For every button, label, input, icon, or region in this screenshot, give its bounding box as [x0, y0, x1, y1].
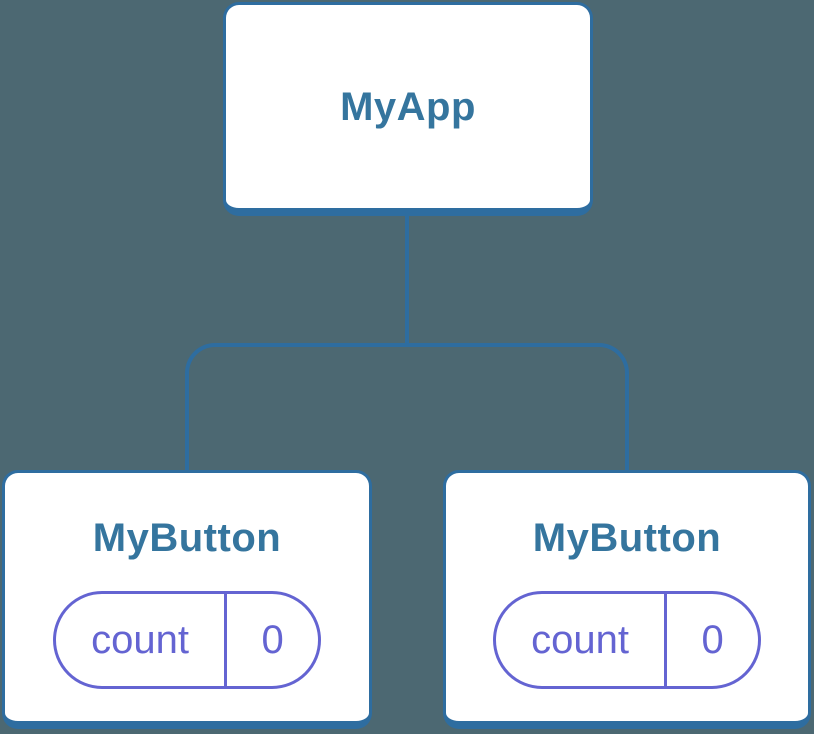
node-label-mybutton-right: MyButton: [532, 516, 722, 560]
node-label-myapp: MyApp: [340, 84, 476, 129]
connector-branch-bracket: [185, 343, 629, 470]
node-label-mybutton-left: MyButton: [92, 516, 282, 560]
connector-root-stem: [405, 214, 409, 345]
state-pill-left: count 0: [53, 591, 321, 689]
state-value-right: 0: [664, 594, 758, 686]
component-node-mybutton-left: MyButton count 0: [2, 470, 372, 729]
state-pill-right: count 0: [493, 591, 761, 689]
state-key-right: count: [531, 617, 629, 662]
component-node-mybutton-right: MyButton count 0: [443, 470, 811, 729]
component-node-myapp: MyApp: [223, 2, 593, 216]
state-value-left: 0: [224, 594, 318, 686]
state-key-left: count: [91, 617, 189, 662]
